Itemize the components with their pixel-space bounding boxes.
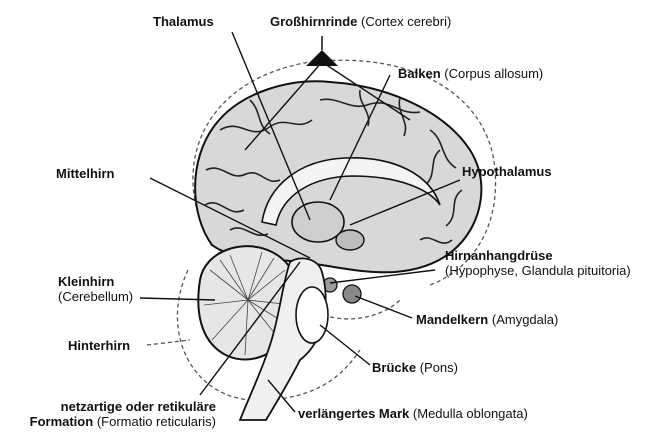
label-hirnanhangdruese: Hirnanhangdrüse(Hypophyse, Glandula pitu… [445,248,631,278]
label-kleinhirn: Kleinhirn(Cerebellum) [58,274,133,304]
label-bruecke: Brücke (Pons) [372,360,458,375]
label-thalamus: Thalamus [153,14,214,29]
label-formation: netzartige oder retikuläreFormation (For… [6,399,216,429]
label-mittelhirn: Mittelhirn [56,166,115,181]
label-grosshirnrinde: Großhirnrinde (Cortex cerebri) [270,14,451,29]
hypothalamus-shape [336,230,364,250]
label-balken: Balken (Corpus allosum) [398,66,543,81]
amygdala-shape [343,285,361,303]
cortex-marker-triangle [306,50,338,66]
label-hypothalamus: Hypothalamus [462,164,552,179]
label-hinterhirn: Hinterhirn [68,338,130,353]
label-verlaengertes-mark: verlängertes Mark (Medulla oblongata) [298,406,528,421]
label-mandelkern: Mandelkern (Amygdala) [416,312,558,327]
thalamus-shape [292,202,344,242]
pons-shape [296,287,328,343]
hinterhirn-dashed-leader [147,340,190,345]
